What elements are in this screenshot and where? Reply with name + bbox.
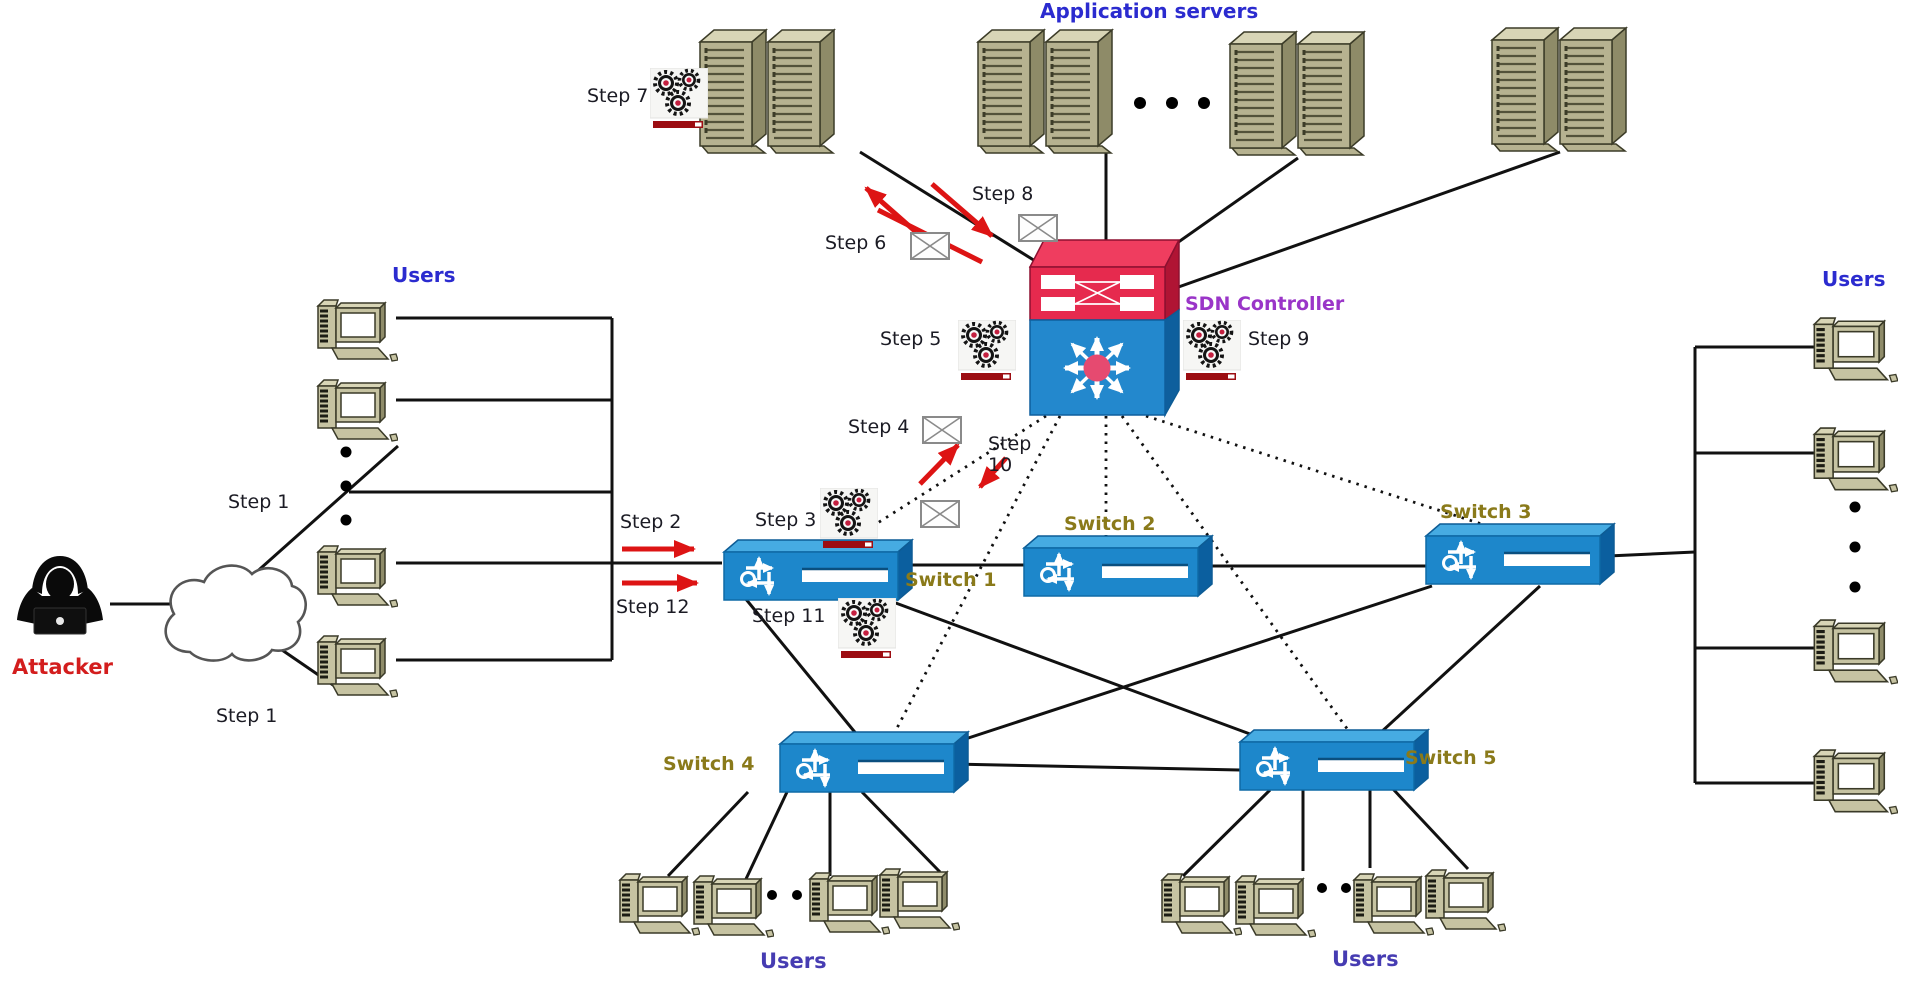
step3-gears-icon [820, 488, 878, 550]
server-rack [1228, 30, 1298, 156]
user-computer [1812, 748, 1898, 816]
step5-gears-icon [958, 320, 1016, 382]
step10-envelope-icon [920, 500, 960, 528]
step8-arrow-down [930, 182, 994, 238]
step11-label: Step 11 [752, 605, 826, 627]
step4-arrow-up [918, 443, 960, 486]
server-rack [698, 28, 768, 154]
users-left-group [316, 298, 398, 699]
step11-gears-icon [838, 598, 896, 660]
switch1-switch5-link [892, 600, 1251, 736]
application-server-group [698, 26, 1628, 156]
user-computer [316, 544, 398, 609]
user-computer [808, 871, 890, 936]
user-computer [618, 872, 700, 937]
solid-network-links [110, 150, 1814, 880]
server-rack [1558, 26, 1628, 152]
switch-3-icon [1426, 524, 1614, 584]
step4-label: Step 4 [848, 416, 910, 438]
step1-upper-label: Step 1 [228, 491, 290, 513]
users-bottom-right-title: Users [1332, 947, 1399, 971]
step6-label: Step 6 [825, 232, 887, 254]
user-computer [1424, 868, 1506, 933]
attacker-icon [16, 555, 104, 635]
user-computer [1812, 316, 1898, 384]
server-rack [1044, 28, 1114, 154]
user-computer [1812, 618, 1898, 686]
switch-4-label: Switch 4 [663, 753, 755, 775]
step10-arrow-down [978, 456, 1008, 489]
switch-4-icon [780, 732, 968, 792]
server1-controller-link [859, 150, 1041, 266]
user-computer [1234, 874, 1316, 939]
ellipsis-dots [340, 97, 1861, 900]
switch1-switch4-link [743, 597, 860, 737]
step8-label: Step 8 [972, 183, 1034, 205]
step9-label: Step 9 [1248, 328, 1310, 350]
controller-dotted-links [853, 414, 1495, 731]
cloud-users-link-step1-upper [251, 444, 399, 578]
user-computer [316, 298, 398, 363]
users-right-title: Users [1822, 267, 1886, 291]
step10-label: Step 10 [988, 433, 1032, 477]
user-computer [692, 874, 774, 939]
switch-2-label: Switch 2 [1064, 513, 1156, 535]
user-computer [1352, 872, 1434, 937]
step5-label: Step 5 [880, 328, 942, 350]
step3-label: Step 3 [755, 509, 817, 531]
controller-hub-dot [1083, 354, 1111, 382]
server-rack [1490, 26, 1560, 152]
users-bottom-right-group [1160, 868, 1506, 939]
users-left-title: Users [392, 263, 456, 287]
sdn-controller-label: SDN Controller [1185, 293, 1345, 315]
step9-gears-icon [1183, 320, 1241, 382]
switch-5-icon [1240, 730, 1428, 790]
user-computer [1812, 426, 1898, 494]
user-computer [878, 867, 960, 932]
internet-cloud-icon [164, 564, 307, 662]
step1-lower-label: Step 1 [216, 705, 278, 727]
switch-1-icon [724, 540, 912, 600]
switch-5-label: Switch 5 [1405, 747, 1497, 769]
server-rack [766, 28, 836, 154]
step7-label: Step 7 [587, 85, 649, 107]
user-computer [1160, 872, 1242, 937]
user-computer [316, 378, 398, 443]
controller-switch3-dotted [1145, 414, 1495, 530]
switch-2-icon [1024, 536, 1212, 596]
switch4-switch3-link [949, 584, 1433, 746]
step12-label: Step 12 [616, 596, 690, 618]
step2-label: Step 2 [620, 511, 682, 533]
users-right-group [1812, 316, 1898, 816]
switch-3-label: Switch 3 [1440, 501, 1532, 523]
switch4-switch5-link [951, 762, 1241, 772]
sdn-controller-icon [1028, 239, 1181, 418]
switch-1-label: Switch 1 [905, 569, 997, 591]
server-rack [1296, 30, 1366, 156]
user-computer [316, 634, 398, 699]
users-bottom-left-title: Users [760, 949, 827, 973]
attacker-label: Attacker [12, 655, 113, 679]
step6-envelope-icon [910, 232, 950, 260]
server-rack [976, 28, 1046, 154]
application-servers-title: Application servers [1040, 0, 1259, 23]
step8-envelope-icon [1018, 214, 1058, 242]
switch3-switch5-link [1376, 584, 1542, 737]
step4-envelope-icon [922, 416, 962, 444]
users-bottom-left-group [618, 867, 960, 939]
